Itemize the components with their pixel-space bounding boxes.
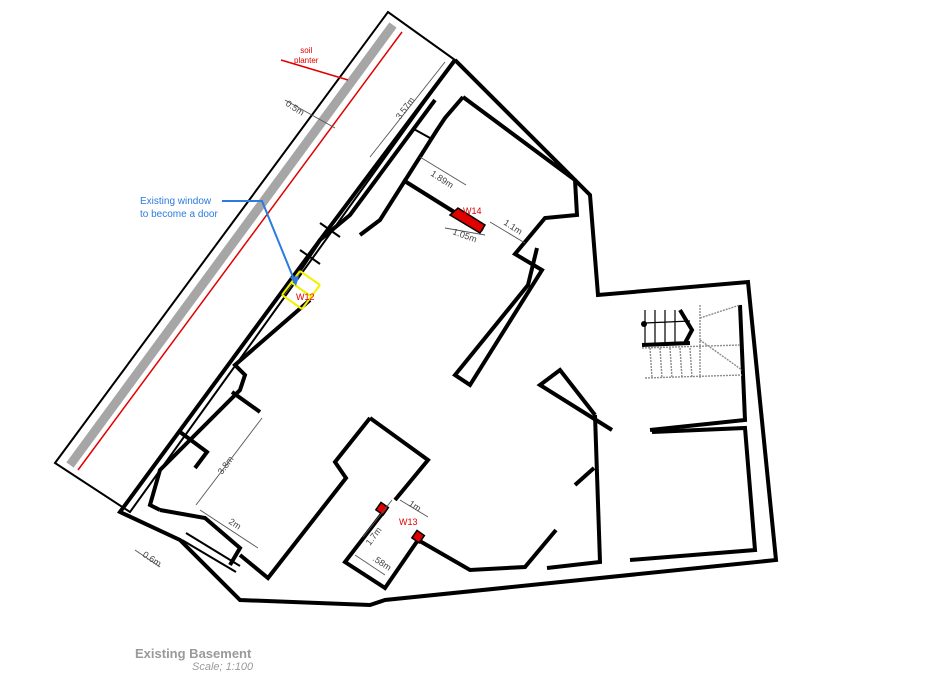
staircase bbox=[641, 304, 743, 379]
svg-text:0.6m: 0.6m bbox=[141, 549, 163, 568]
svg-text:3.8m: 3.8m bbox=[216, 454, 236, 476]
w12-proposed-door: W12 bbox=[281, 270, 321, 310]
svg-text:.58m: .58m bbox=[371, 553, 393, 572]
dimension-labels: 0.5m 3.57m 1.89m 1.05m 1.1m 3.8m 2m 0.6m… bbox=[141, 95, 524, 572]
svg-text:1m: 1m bbox=[407, 498, 423, 513]
dimension-lines bbox=[134, 61, 526, 576]
stair-start-dot bbox=[641, 321, 647, 327]
svg-text:1.89m: 1.89m bbox=[429, 168, 455, 190]
drawing-scale: Scale; 1:100 bbox=[192, 661, 254, 673]
w12-tag: W12 bbox=[296, 292, 315, 302]
w13-tag: W13 bbox=[399, 517, 418, 527]
door-note-arrow bbox=[222, 200, 299, 286]
title-block: Existing Basement Scale; 1:100 bbox=[135, 646, 253, 673]
planter-leader bbox=[280, 59, 349, 81]
inner-walls bbox=[147, 95, 758, 591]
w14-tag: W14 bbox=[463, 206, 482, 216]
svg-text:1.1m: 1.1m bbox=[502, 217, 524, 236]
door-note: Existing window to become a door bbox=[140, 196, 218, 220]
soil-planter-label: soil planter bbox=[294, 46, 319, 65]
outer-walls bbox=[116, 58, 779, 608]
svg-text:0.5m: 0.5m bbox=[284, 98, 306, 117]
w13-window: W13 bbox=[374, 501, 426, 545]
drawing-title: Existing Basement bbox=[135, 646, 252, 661]
w14-window: W14 bbox=[448, 206, 487, 235]
svg-text:1.7m: 1.7m bbox=[364, 525, 384, 547]
